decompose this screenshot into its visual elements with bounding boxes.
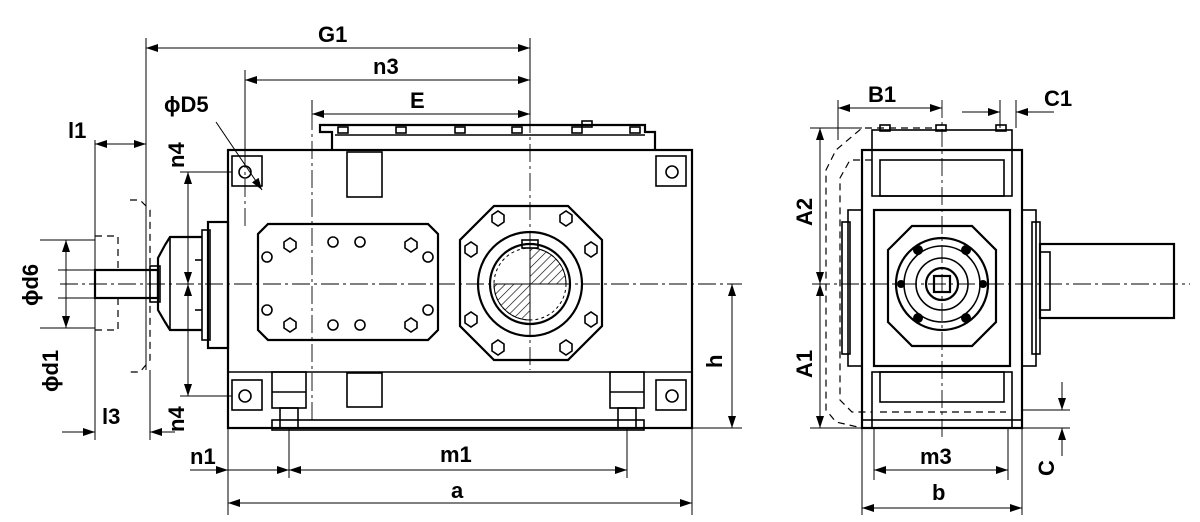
side-view: B1 C1 A2 A1 m3 b C [792, 82, 1190, 515]
label-d6: ϕd6 [18, 264, 43, 306]
label-n3: n3 [373, 54, 399, 79]
label-l1: l1 [68, 118, 86, 143]
label-l3: l3 [102, 404, 120, 429]
side-extension-lines [810, 100, 1070, 515]
label-A1: A1 [792, 350, 817, 378]
label-C: C [1034, 460, 1059, 476]
label-B1: B1 [868, 82, 896, 107]
inspection-cover-bolts [261, 236, 434, 333]
side-dashed-outline [825, 127, 932, 429]
label-h: h [702, 355, 727, 368]
label-n4-top: n4 [164, 142, 189, 168]
label-d1: ϕd1 [38, 350, 63, 392]
label-b: b [932, 480, 945, 505]
label-E: E [410, 88, 425, 113]
front-extension-lines [40, 38, 742, 515]
feet [271, 371, 645, 431]
inspection-cover [256, 222, 440, 342]
input-shaft [93, 220, 230, 350]
label-A2: A2 [792, 198, 817, 226]
cover-bolts [337, 120, 641, 134]
label-m3: m3 [920, 444, 952, 469]
label-m1: m1 [440, 442, 472, 467]
coupling-dashed [95, 199, 151, 373]
label-G1: G1 [318, 22, 347, 47]
front-dimension-lines [62, 44, 736, 507]
side-flange-bolts [897, 245, 987, 323]
mounting-holes [231, 155, 687, 411]
label-a: a [451, 478, 464, 503]
label-D5: ϕD5 [164, 92, 209, 117]
front-view: G1 n3 E ϕD5 l1 n4 ϕd6 ϕd1 l3 n4 n1 m1 a … [18, 22, 742, 515]
top-cover [318, 123, 657, 150]
label-n1: n1 [190, 444, 216, 469]
label-n4-bottom: n4 [164, 406, 189, 432]
side-input-shaft [1038, 242, 1176, 320]
label-C1: C1 [1044, 86, 1072, 111]
side-dimension-lines [816, 104, 1066, 512]
output-flange [458, 204, 604, 362]
output-flange-bolts [464, 210, 598, 356]
side-flange-octagon [886, 224, 998, 348]
